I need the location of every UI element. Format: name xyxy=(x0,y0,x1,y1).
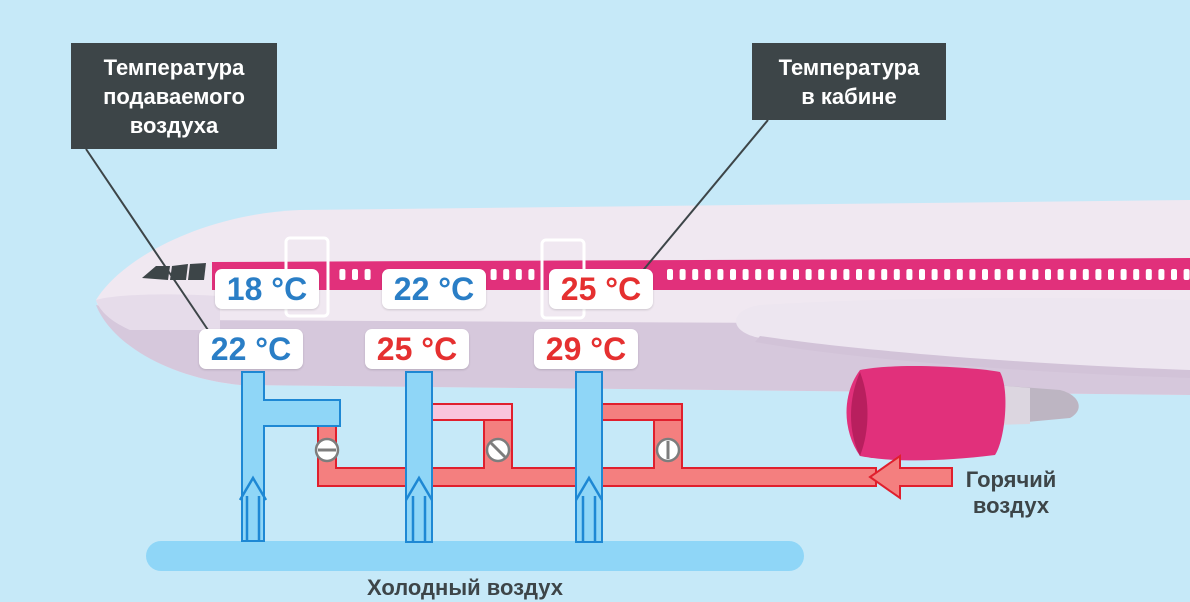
cabin-window xyxy=(843,269,850,280)
engine xyxy=(846,366,1079,461)
hot-air-branch-2 xyxy=(431,403,513,421)
cabin-window xyxy=(881,269,888,280)
cabin-window xyxy=(931,269,938,280)
cold-air-manifold xyxy=(146,541,804,571)
cabin-window xyxy=(944,269,951,280)
valve-1 xyxy=(314,437,340,463)
cabin-window xyxy=(692,269,699,280)
cabin-window xyxy=(1120,269,1127,280)
cabin-window xyxy=(364,269,371,280)
cabin-window xyxy=(1045,269,1051,280)
cabin-window xyxy=(1145,269,1152,280)
cabin-window xyxy=(1158,269,1165,280)
cabin-window xyxy=(503,269,510,280)
callout-supply-leader xyxy=(85,148,209,331)
cold-air-label: Холодный воздух xyxy=(366,575,564,600)
zone-2-cabin-temp: 22 °C xyxy=(382,269,486,309)
hot-air-arrow xyxy=(868,454,953,500)
cabin-window xyxy=(994,269,1001,280)
cabin-window xyxy=(679,269,686,280)
zone-3-cabin-temp: 25 °C xyxy=(549,269,653,309)
cabin-window xyxy=(969,269,976,280)
valve-3 xyxy=(655,437,681,463)
wing-shadow xyxy=(755,336,1190,378)
hot-air-label: Горячий воздух xyxy=(955,467,1067,519)
hot-air-label-line-2: воздух xyxy=(972,493,1050,518)
cabin-windows xyxy=(226,269,1190,280)
cabin-window xyxy=(1007,269,1014,280)
cabin-window xyxy=(1183,269,1190,280)
hot-air-label-line-1: Горячий xyxy=(965,467,1057,492)
hot-air-branch-3 xyxy=(599,403,683,421)
wing xyxy=(736,297,1190,372)
cabin-window xyxy=(767,269,774,280)
cabin-window xyxy=(893,269,900,280)
cabin-window xyxy=(755,269,762,280)
callout-supply-line-1: Температура xyxy=(103,54,245,80)
zone-1-supply-temp: 22 °C xyxy=(199,329,303,369)
cabin-window xyxy=(830,269,837,280)
cabin-window xyxy=(818,269,825,280)
cabin-window xyxy=(667,269,673,280)
cabin-window xyxy=(730,269,736,280)
cabin-window xyxy=(1171,269,1177,280)
cold-air-pipes xyxy=(241,371,603,543)
callout-supply-line-2: подаваемого xyxy=(103,83,245,109)
cabin-window xyxy=(742,269,749,280)
cabin-window xyxy=(856,269,862,280)
cabin-window xyxy=(1070,269,1077,280)
cabin-window xyxy=(490,269,497,280)
cabin-window xyxy=(515,269,522,280)
cabin-window xyxy=(1133,269,1140,280)
cabin-window xyxy=(793,269,799,280)
zone-2-supply-temp: 25 °C xyxy=(365,329,469,369)
cabin-window xyxy=(1082,269,1089,280)
callout-cabin-line-1: Температура xyxy=(778,54,920,80)
callout-supply-air: Температура подаваемого воздуха xyxy=(71,43,277,149)
cabin-window xyxy=(352,269,358,280)
callout-cabin-temp: Температура в кабине xyxy=(752,43,946,120)
zone-1-cabin-temp: 18 °C xyxy=(215,269,319,309)
valve-2 xyxy=(485,437,511,463)
cold-air-arrows xyxy=(238,475,604,541)
cabin-window xyxy=(868,269,875,280)
cabin-window xyxy=(717,269,724,280)
cabin-window xyxy=(704,269,711,280)
fuselage-stripe xyxy=(212,258,1190,290)
cabin-window xyxy=(339,269,346,280)
cabin-window xyxy=(1108,269,1114,280)
cabin-window xyxy=(1095,269,1102,280)
cabin-window xyxy=(906,269,913,280)
callout-cabin-leader xyxy=(639,119,769,275)
cabin-window xyxy=(956,269,963,280)
cabin-window xyxy=(1032,269,1039,280)
cabin-window xyxy=(780,269,787,280)
cabin-window xyxy=(919,269,925,280)
callout-cabin-line-2: в кабине xyxy=(801,83,897,109)
cabin-window xyxy=(982,269,988,280)
cabin-window xyxy=(1057,269,1064,280)
cabin-window xyxy=(805,269,812,280)
callout-supply-line-3: воздуха xyxy=(129,112,219,138)
cabin-window xyxy=(1019,269,1026,280)
cockpit-windows xyxy=(142,263,206,280)
cabin-window xyxy=(528,269,535,280)
zone-3-supply-temp: 29 °C xyxy=(534,329,638,369)
